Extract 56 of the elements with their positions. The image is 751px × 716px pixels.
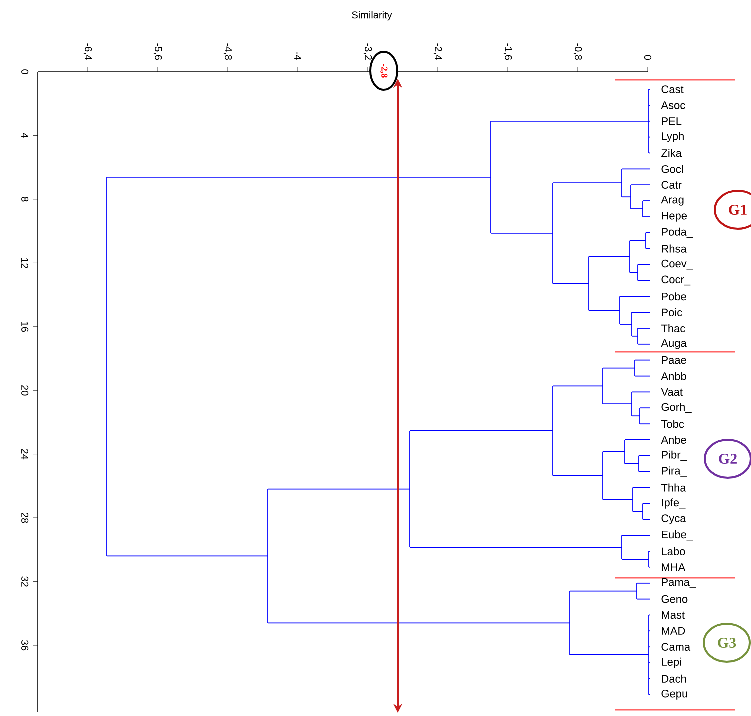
tick-label: 12: [22, 258, 29, 268]
leaf-label: Tobc: [661, 420, 684, 428]
leaf-label: Anbb: [661, 372, 686, 380]
tick-label: -4,8: [224, 44, 232, 60]
leaf-label: Cocr_: [662, 276, 691, 286]
leaf-label: PEL: [662, 118, 682, 126]
tick-label: -6,4: [84, 44, 92, 60]
leaf-label: Cast: [662, 86, 684, 94]
leaf-label: MAD: [662, 627, 686, 635]
leaf-label: Catr: [662, 181, 682, 189]
tick-label: 24: [22, 449, 29, 460]
tick-label: -3,2: [364, 44, 372, 60]
leaf-label: Lyph: [662, 132, 684, 142]
leaf-label: Cama: [662, 643, 691, 651]
leaf-label: Zika: [662, 149, 682, 158]
leaf-label: Lepi: [662, 658, 682, 668]
tick-label: 20: [22, 386, 29, 396]
leaf-label: Gepu: [662, 690, 688, 700]
leaf-label: Eube_: [662, 530, 694, 541]
tick-label: -1,6: [504, 44, 512, 60]
leaf-label: Geno: [662, 595, 688, 604]
leaf-label: Anbe: [661, 436, 686, 444]
leaf-label: Coev_: [662, 260, 694, 270]
leaf-label: Thha: [661, 484, 686, 492]
tick-label: -0,8: [574, 44, 582, 60]
leaf-label: Pobe: [662, 292, 686, 301]
tick-label: 8: [22, 197, 29, 202]
leaf-label: Asoc: [661, 102, 686, 110]
tick-label: 32: [22, 576, 29, 587]
leaf-label: Mast: [662, 611, 685, 620]
leaf-label: Pira_: [662, 466, 687, 477]
leaf-label: Hepe: [662, 212, 688, 222]
tick-label: 0: [22, 70, 29, 74]
leaf-label: Poic: [662, 308, 682, 317]
leaf-label: Poda_: [662, 228, 694, 238]
leaf-label: Pibr_: [662, 450, 687, 461]
leaf-label: Thac: [661, 324, 686, 333]
leaf-label: Auga: [661, 340, 687, 350]
leaf-label: Dach: [662, 674, 686, 683]
leaf-label: Rhsa: [662, 244, 687, 253]
axis-title: Similarity: [352, 11, 392, 21]
tick-label: -2,4: [434, 44, 442, 60]
tick-label: -4: [294, 52, 302, 60]
leaf-label: Arag: [661, 196, 684, 206]
leaf-label: Cyca: [662, 514, 686, 525]
tick-label: 16: [22, 322, 29, 332]
tick-label: -5,6: [154, 44, 162, 60]
leaf-label: Paae: [662, 356, 686, 364]
leaf-label: MHA: [662, 564, 686, 572]
leaf-label: Vaat: [661, 388, 683, 396]
tick-label: 28: [22, 512, 29, 524]
tick-label: 36: [22, 640, 29, 651]
tick-label: 0: [644, 55, 652, 60]
leaf-label: Labo: [662, 547, 686, 556]
leaf-label: Ipfe_: [662, 498, 686, 509]
tick-label: 4: [22, 133, 28, 138]
